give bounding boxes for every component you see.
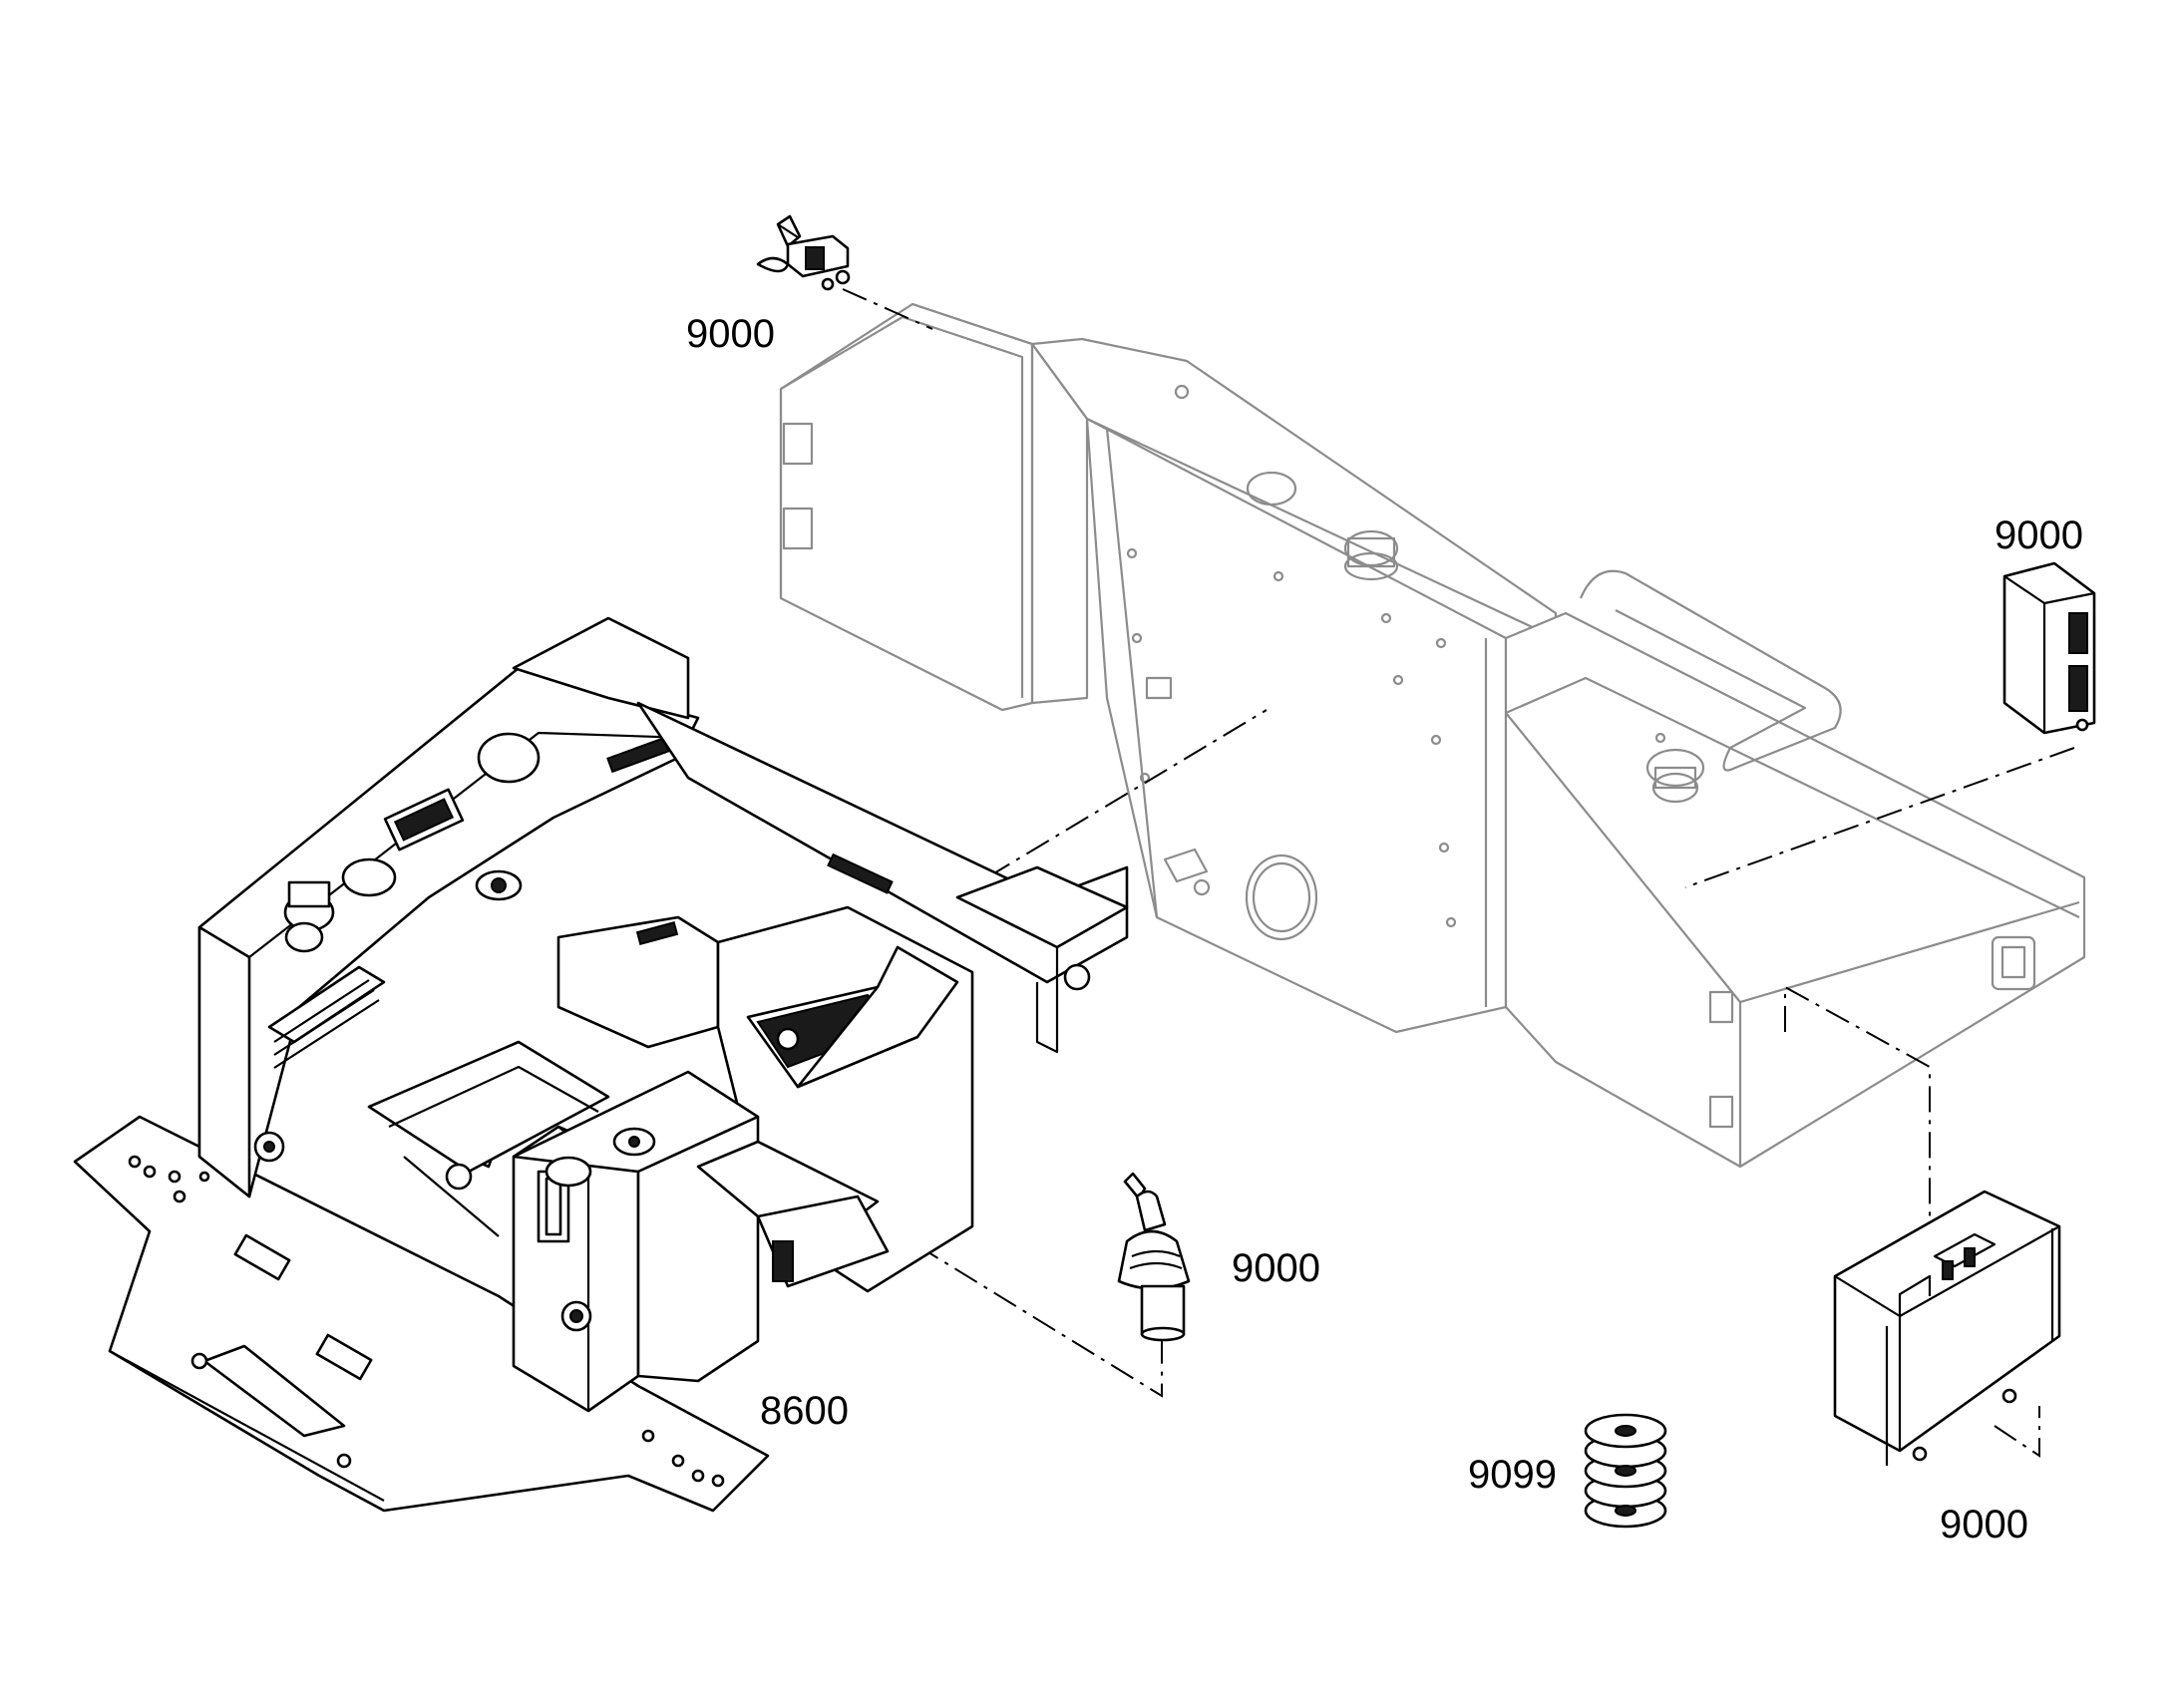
callout-joystick-label: 9000 xyxy=(1232,1246,1320,1290)
valve-part xyxy=(756,214,851,291)
callout-valve-label: 9000 xyxy=(686,312,775,356)
control-module-part xyxy=(2002,561,2096,735)
joystick-part xyxy=(1117,1172,1191,1342)
callout-control-module-label: 9000 xyxy=(1995,513,2083,557)
electronic-box-part xyxy=(1833,1190,2061,1466)
console-frame-part xyxy=(73,616,1129,1513)
spare-parts-kit-part xyxy=(1584,1413,1667,1529)
callout-labels: 9000 9000 9000 8600 9099 9000 xyxy=(686,312,2083,1546)
callout-electronic-box-label: 9000 xyxy=(1940,1503,2028,1546)
callout-spare-parts-kit-label: 9099 xyxy=(1468,1453,1557,1497)
callout-console-frame-label: 8600 xyxy=(760,1389,849,1433)
leader-lines xyxy=(837,288,2075,1458)
tank-assembly-ghost xyxy=(779,302,2086,1169)
